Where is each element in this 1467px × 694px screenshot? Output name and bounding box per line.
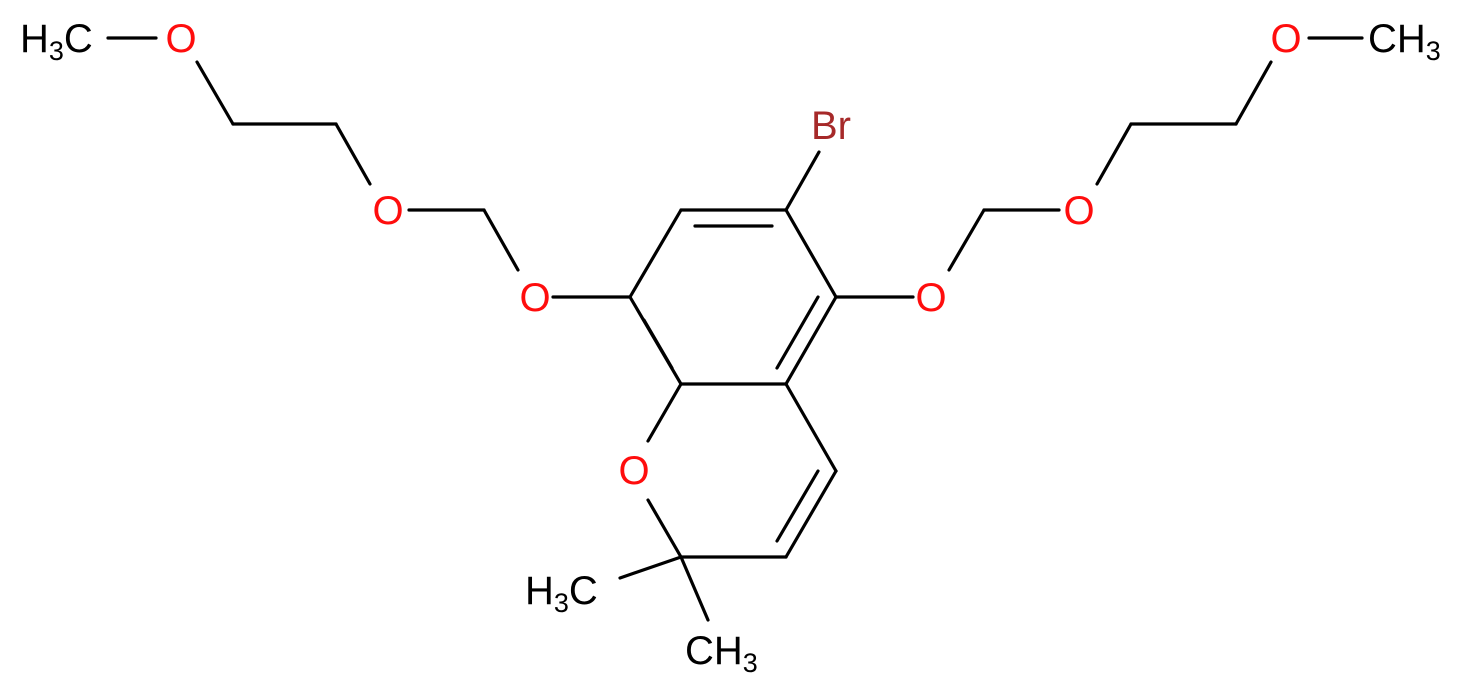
- methyl-label-gem-bottom: CH3: [685, 629, 758, 678]
- bond-c4-c3: [784, 469, 838, 559]
- bonds: [106, 36, 1364, 622]
- bond-c5-c4a-inner: [775, 295, 820, 370]
- oxygen-label-aryl-right: O: [915, 276, 946, 320]
- bond-c2-o-ring: [646, 498, 683, 559]
- bond-c6-c5: [784, 208, 838, 299]
- methyl-label-gem-left: H3C: [525, 569, 598, 618]
- methyl-label-top-right: CH3: [1368, 17, 1441, 66]
- oxygen-label-aryl-left: O: [519, 276, 550, 320]
- bond-c4-c3-inner: [775, 469, 820, 543]
- bond-o-ch2-right: [1095, 122, 1133, 186]
- oxygen-label-mid-right: O: [1063, 189, 1094, 233]
- bond-o-aryl-ch2-right: [947, 208, 986, 272]
- oxygen-label-top-right: O: [1270, 17, 1301, 61]
- oxygen-label-ring: O: [618, 449, 649, 493]
- bond-c2-ch3-bottom: [679, 555, 710, 622]
- bond-ch2-o-right: [1234, 60, 1273, 126]
- oxygen-label-top-left: O: [165, 17, 196, 61]
- bromine-label: Br: [811, 104, 851, 148]
- bond-c4a-c4: [784, 382, 838, 473]
- bond-c2-ch3-left: [618, 555, 683, 580]
- methyl-label-top-left: H3C: [20, 17, 93, 66]
- bond-o-ch2-left: [195, 60, 235, 126]
- bond-ch2-o-left: [334, 122, 372, 186]
- oxygen-label-mid-left: O: [372, 189, 403, 233]
- bond-c8-c7: [628, 208, 683, 299]
- bond-ch2-o-aryl-left: [482, 208, 520, 272]
- bond-c5-c4a: [784, 295, 838, 386]
- bond-c8a-o-ring: [646, 382, 683, 443]
- bond-c6-br: [784, 150, 821, 212]
- atom-labels: H3C O O O Br O O O CH3 O H3C CH3: [20, 17, 1441, 678]
- bond-c8a-c8-inner: [642, 318, 674, 370]
